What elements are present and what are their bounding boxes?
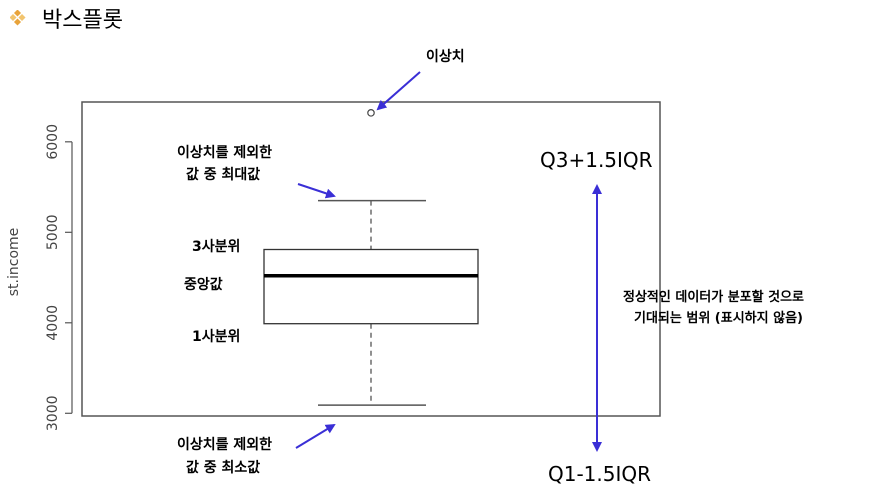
min-label-line1: 이상치를 제외한 [177,437,273,453]
diamond-bullet-icon [9,9,26,26]
outlier-arrow [376,71,421,111]
y-tick-label: 4000 [45,305,61,341]
range-label-line1: 정상적인 데이터가 분포할 것으로 [623,290,805,305]
median-label: 중앙값 [184,277,223,293]
min-arrow [295,423,336,449]
max-arrow [297,183,336,199]
y-tick-label: 3000 [45,395,61,431]
outlier-point [367,109,375,117]
max-label-line2: 값 중 최대값 [186,167,261,183]
iqr-box [263,248,479,325]
q3-label: 3사분위 [192,239,241,255]
max-label-line1: 이상치를 제외한 [177,145,273,161]
plot-frame [81,101,661,417]
range-label-line2: 기대되는 범위 (표시하지 않음) [634,311,803,326]
y-tick-label: 5000 [45,214,61,250]
upper-fence-label: Q3+1.5IQR [540,148,653,172]
y-tick-label: 6000 [45,124,61,160]
outlier-label: 이상치 [426,49,465,65]
lower-fence-label: Q1-1.5IQR [548,462,652,486]
slide-title: 박스플롯 [42,8,123,33]
q1-label: 1사분위 [192,329,241,345]
min-label-line2: 값 중 최소값 [186,460,261,476]
y-axis-label: st.income [6,228,22,297]
